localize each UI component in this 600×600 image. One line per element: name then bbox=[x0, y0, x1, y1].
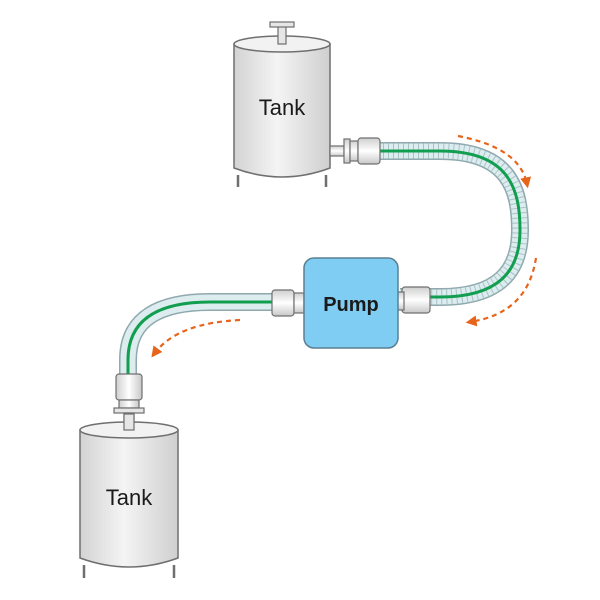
hose-lower bbox=[119, 293, 275, 376]
hose-core bbox=[126, 300, 275, 376]
tank-vent-pipe bbox=[277, 25, 287, 45]
tank-pipe bbox=[123, 413, 135, 431]
tank-outlet bbox=[329, 145, 345, 157]
flow-arrow-1 bbox=[457, 134, 532, 189]
top-tank: Tank bbox=[233, 21, 351, 187]
pump-label: Pump bbox=[323, 294, 379, 316]
tank-vent-cap bbox=[269, 21, 295, 28]
flow-arrows bbox=[151, 134, 538, 358]
fitting-tank-outlet bbox=[349, 137, 381, 165]
bottom-tank: Tank bbox=[79, 373, 179, 578]
top-tank-label: Tank bbox=[259, 95, 306, 120]
pump-inlet-fitting bbox=[271, 289, 295, 317]
pump: Pump bbox=[271, 257, 431, 349]
hose-core bbox=[378, 149, 522, 299]
tank-inlet-fitting bbox=[115, 373, 143, 401]
pump-body bbox=[303, 257, 399, 349]
hose-body bbox=[120, 294, 275, 376]
tank-outlet-flange bbox=[343, 138, 351, 164]
tank-inlet-flange bbox=[118, 399, 140, 409]
tank-body bbox=[233, 43, 331, 178]
tank-inlet-cap bbox=[113, 407, 145, 414]
flow-arrow-3 bbox=[151, 318, 241, 358]
hose-upper bbox=[378, 142, 530, 306]
pump-port bbox=[293, 292, 305, 314]
pump-outlet-fitting bbox=[401, 286, 431, 314]
tank-body bbox=[79, 429, 179, 568]
bottom-tank-label: Tank bbox=[106, 485, 153, 510]
flow-arrow-2 bbox=[465, 257, 538, 327]
